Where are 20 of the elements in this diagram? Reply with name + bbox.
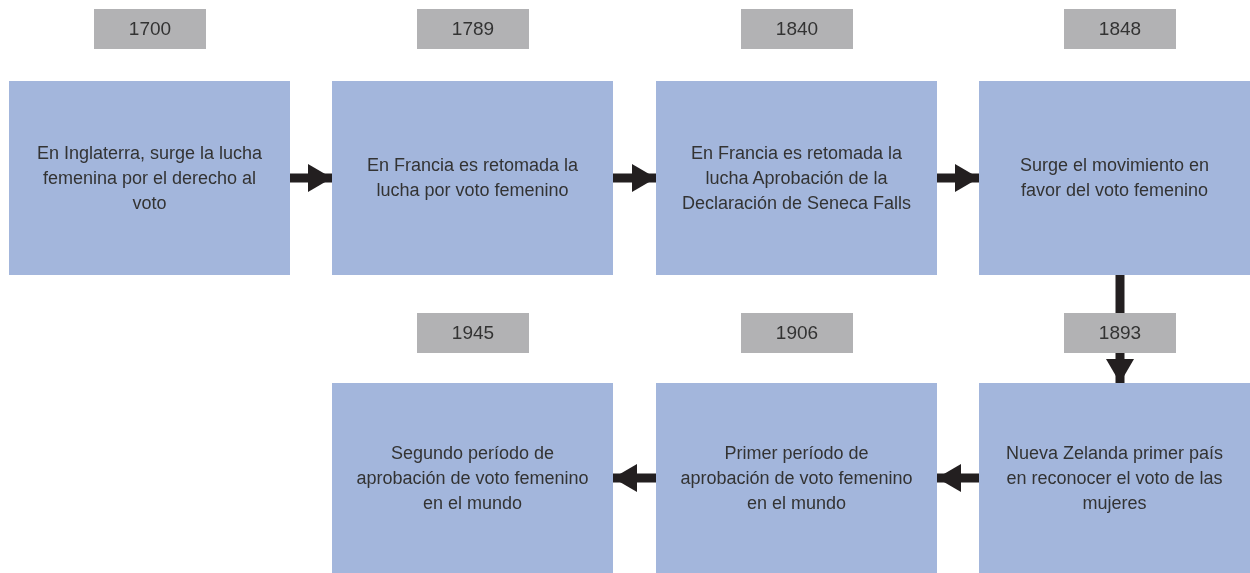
event-box: Primer período de aprobación de voto femenino en el mundo [656,383,937,573]
event-box: En Inglaterra, surge la lucha femenina por el derecho al voto [9,81,290,275]
arrow [290,164,332,192]
year-box: 1848 [1064,9,1176,49]
arrow [1106,353,1134,383]
year-box: 1700 [94,9,206,49]
event-box: Segundo período de aprobación de voto femenino en el mundo [332,383,613,573]
year-box: 1789 [417,9,529,49]
year-box: 1945 [417,313,529,353]
event-box: Surge el movimiento en favor del voto femenino [979,81,1250,275]
arrow [613,464,656,492]
event-box: En Francia es retomada la lucha por voto femenino [332,81,613,275]
arrow [613,164,656,192]
arrow [937,164,979,192]
year-box: 1840 [741,9,853,49]
event-box: En Francia es retomada la lucha Aprobación de la Declaración de Seneca Falls [656,81,937,275]
year-box: 1906 [741,313,853,353]
arrow [937,464,979,492]
year-box: 1893 [1064,313,1176,353]
event-box: Nueva Zelanda primer país en reconocer el voto de las mujeres [979,383,1250,573]
